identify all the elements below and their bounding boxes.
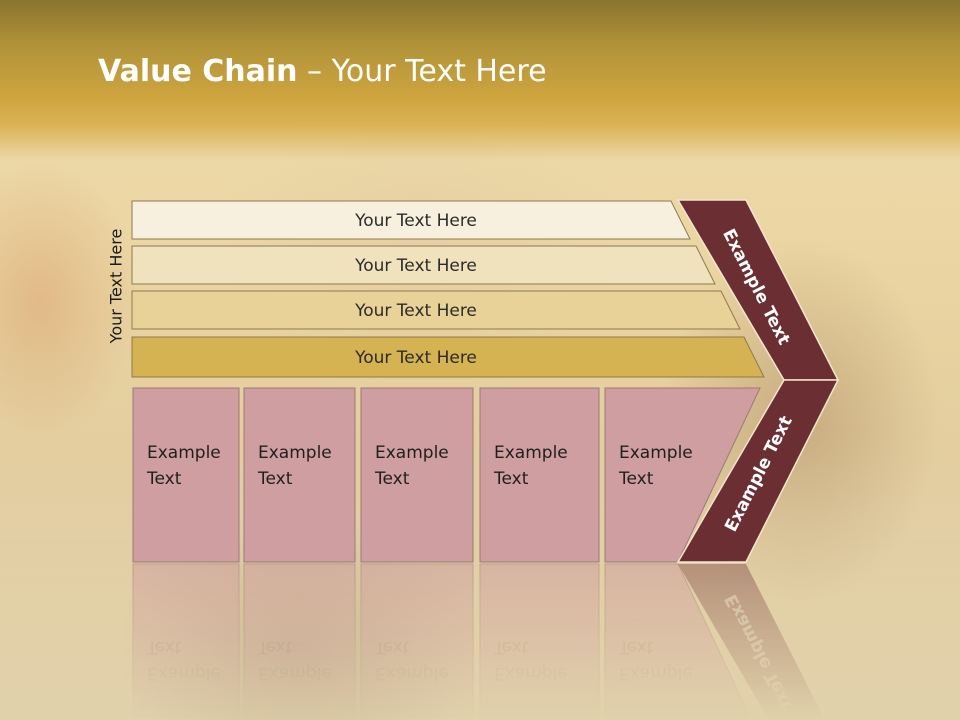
reflection-box-5-line1: Example	[619, 663, 693, 683]
bar-4-label: Your Text Here	[354, 348, 477, 368]
box-1	[132, 387, 240, 563]
title-bold: Value Chain	[98, 54, 298, 89]
box-4	[479, 387, 600, 563]
slide-title: Value Chain – Your Text Here	[98, 54, 547, 89]
box-4-line1: Example	[494, 443, 568, 463]
reflection-box-1-line2: Text	[146, 637, 182, 657]
reflection-chevron	[678, 564, 825, 720]
bar-1-label: Your Text Here	[354, 211, 477, 231]
header-band	[0, 0, 960, 160]
reflection-box-4-line1: Example	[494, 663, 568, 683]
bar-1	[131, 200, 691, 240]
box-5-line1: Example	[619, 443, 693, 463]
bar-2	[131, 245, 716, 285]
reflection-box-4-line2: Text	[493, 637, 529, 657]
box-3	[360, 387, 474, 563]
box-3-line2: Text	[374, 469, 410, 489]
bar-2-label: Your Text Here	[354, 256, 477, 276]
bar-3	[131, 290, 741, 330]
reflection-box-2	[243, 563, 356, 720]
reflection-box-3	[360, 563, 474, 720]
title-rest: – Your Text Here	[297, 54, 547, 89]
bar-3-label: Your Text Here	[354, 301, 477, 321]
box-2-line1: Example	[258, 443, 332, 463]
bar-4	[131, 336, 765, 378]
box-5-line2: Text	[618, 469, 654, 489]
reflection-box-5-line2: Text	[618, 637, 654, 657]
reflection-box-2-line1: Example	[258, 663, 332, 683]
box-2	[243, 387, 356, 563]
reflection-box-1	[132, 563, 240, 720]
box-3-line1: Example	[375, 443, 449, 463]
box-1-line2: Text	[146, 469, 182, 489]
box-1-line1: Example	[147, 443, 221, 463]
chevron-lower	[676, 379, 840, 563]
reflection-box-1-line1: Example	[147, 663, 221, 683]
reflection-box-3-line1: Example	[375, 663, 449, 683]
reflection-box-4	[479, 563, 600, 720]
reflection-box-3-line2: Text	[374, 637, 410, 657]
reflection-box-2-line2: Text	[257, 637, 293, 657]
box-4-line2: Text	[493, 469, 529, 489]
box-2-line2: Text	[257, 469, 293, 489]
